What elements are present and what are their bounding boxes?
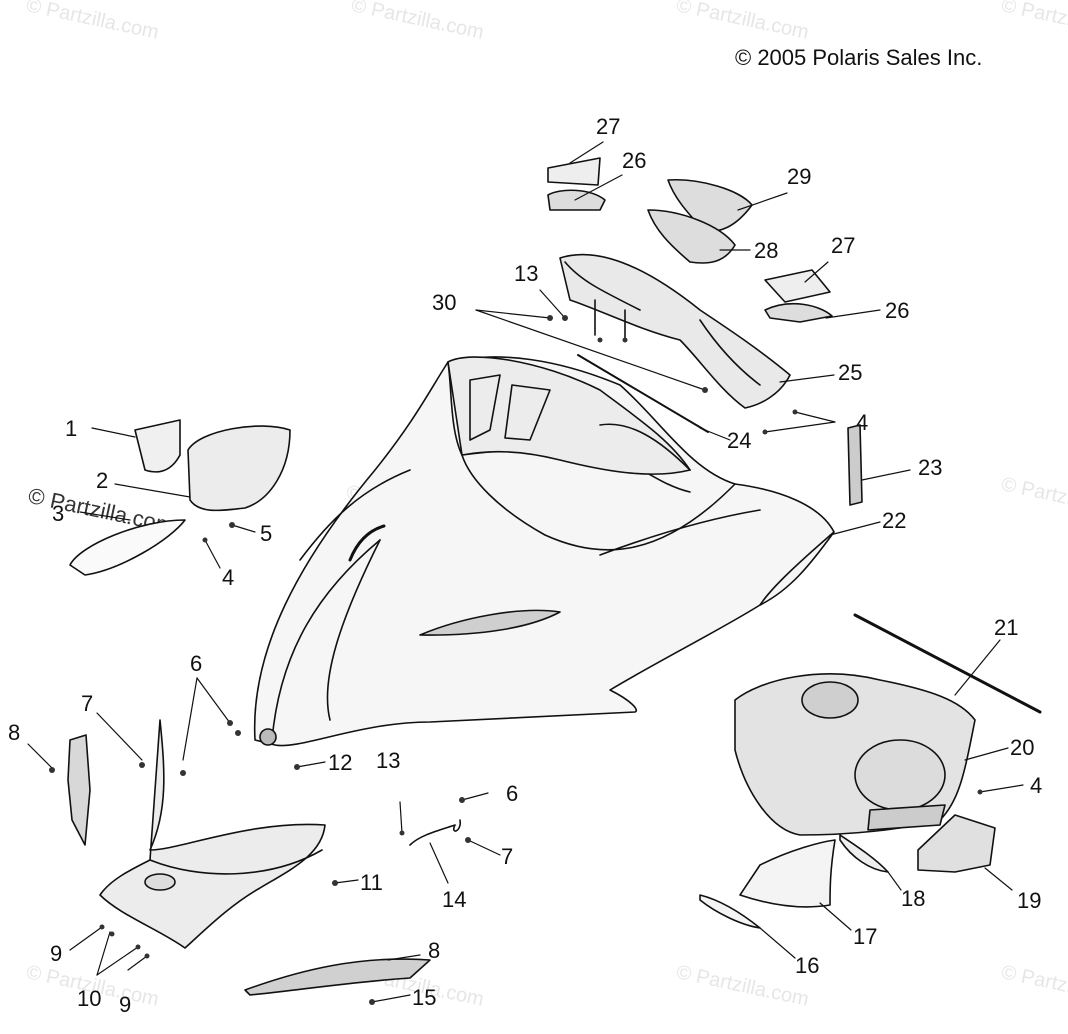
part-26-top <box>547 189 606 211</box>
part-27-top <box>547 157 601 186</box>
callout-9-bottom: 9 <box>119 992 132 1017</box>
callout-21: 21 <box>994 615 1019 640</box>
callout-7-left: 7 <box>81 691 94 716</box>
callout-27-right: 27 <box>831 233 856 258</box>
console-part <box>559 253 791 409</box>
callout-18: 18 <box>901 886 926 911</box>
part-8-bottom <box>244 958 431 996</box>
copyright-notice: © 2005 Polaris Sales Inc. <box>735 45 983 70</box>
callout-12: 12 <box>328 750 353 775</box>
part-1 <box>134 419 181 473</box>
part-17 <box>739 839 836 908</box>
callout-26-right: 26 <box>885 298 910 323</box>
part-23 <box>847 424 863 506</box>
part-18 <box>839 834 889 873</box>
callout-25: 25 <box>838 360 863 385</box>
callout-13-top: 13 <box>514 261 539 286</box>
callout-14: 14 <box>442 887 467 912</box>
callout-26-top: 26 <box>622 148 647 173</box>
part-8-left <box>67 734 91 846</box>
front-bumper <box>99 719 326 949</box>
part-14 <box>409 819 461 846</box>
callout-10: 10 <box>77 986 102 1011</box>
part-28 <box>647 209 736 264</box>
callout-6-left: 6 <box>190 651 203 676</box>
callout-8-bottom: 8 <box>428 938 441 963</box>
callout-28: 28 <box>754 238 779 263</box>
callout-4-right-lower: 4 <box>1030 773 1043 798</box>
callout-8-left: 8 <box>8 720 21 745</box>
hood-part <box>253 356 835 747</box>
callout-23: 23 <box>918 455 943 480</box>
part-29 <box>667 179 753 233</box>
part-24-rod <box>577 354 709 433</box>
callout-4-right-upper: 4 <box>856 410 869 435</box>
part-26-right <box>764 302 833 323</box>
callout-6-center: 6 <box>506 781 519 806</box>
callout-22: 22 <box>882 508 907 533</box>
callout-13-lower: 13 <box>376 748 401 773</box>
callout-3: 3 <box>52 501 65 526</box>
part-21 <box>853 613 1042 714</box>
callout-11: 11 <box>360 870 383 895</box>
callout-17: 17 <box>853 924 878 949</box>
part-27-right <box>764 269 831 303</box>
callout-15: 15 <box>412 985 437 1010</box>
part-16 <box>699 894 761 929</box>
callout-27-top: 27 <box>596 114 621 139</box>
callout-1: 1 <box>65 416 78 441</box>
callout-19: 19 <box>1017 888 1042 913</box>
callout-7-center: 7 <box>501 844 514 869</box>
callout-9-left: 9 <box>50 941 63 966</box>
callout-20: 20 <box>1010 735 1035 760</box>
callout-2: 2 <box>96 468 109 493</box>
callout-30: 30 <box>432 290 457 315</box>
part-2 <box>187 425 291 512</box>
part-3 <box>69 519 186 576</box>
callout-16: 16 <box>795 953 820 978</box>
callout-24: 24 <box>727 428 752 453</box>
callout-4-left: 4 <box>222 565 235 590</box>
callout-29: 29 <box>787 164 812 189</box>
callout-5: 5 <box>260 521 273 546</box>
part-19 <box>917 814 996 873</box>
